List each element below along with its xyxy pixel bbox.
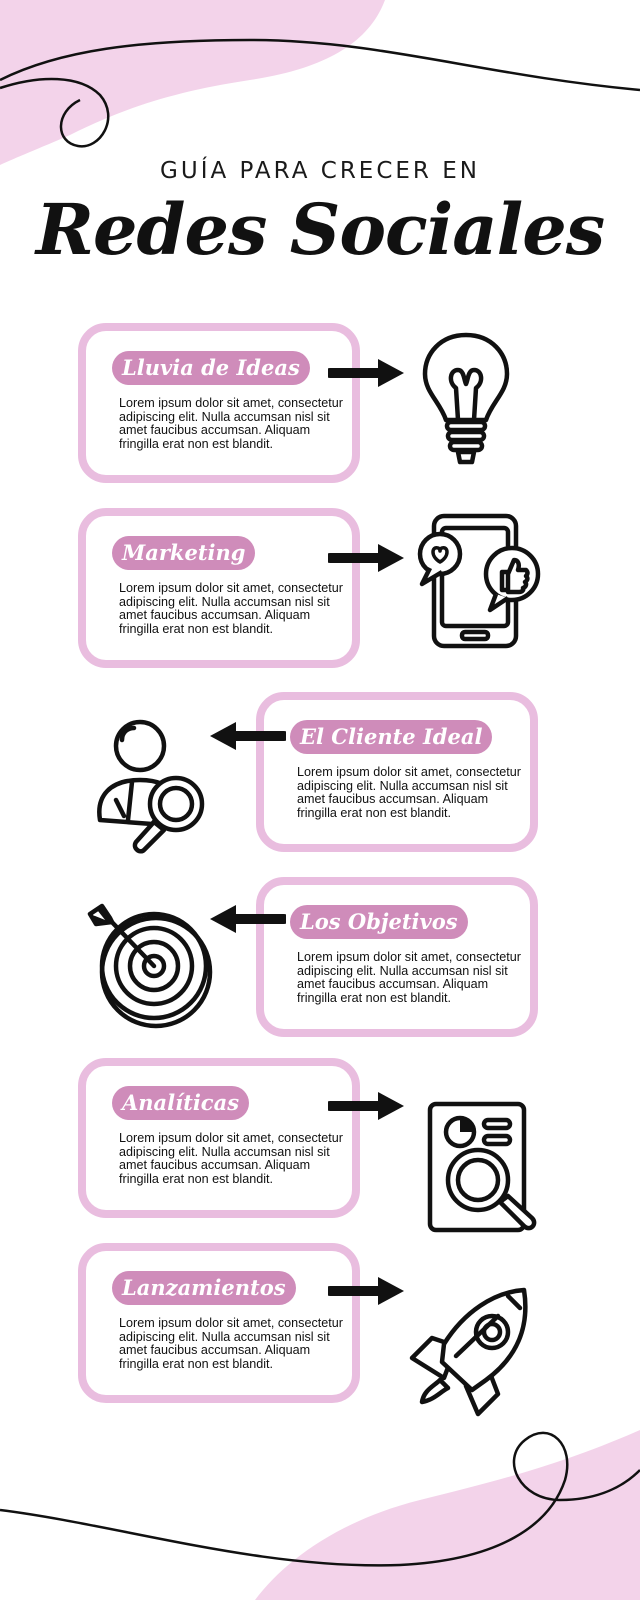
step-card-lanzamientos: Lanzamientos Lorem ipsum dolor sit amet,… — [78, 1243, 360, 1403]
step-card-lluvia-de-ideas: Lluvia de Ideas Lorem ipsum dolor sit am… — [78, 323, 360, 483]
report-magnifier-icon — [427, 1101, 537, 1233]
step-description: Lorem ipsum dolor sit amet, consectetur … — [297, 765, 521, 821]
arrow-left-icon — [210, 722, 286, 750]
step-description: Lorem ipsum dolor sit amet, consectetur … — [119, 581, 343, 637]
lightbulb-icon — [422, 332, 510, 465]
step-card-marketing: Marketing Lorem ipsum dolor sit amet, co… — [78, 508, 360, 668]
step-description: Lorem ipsum dolor sit amet, consectetur … — [119, 396, 343, 452]
step-title: Analíticas — [112, 1086, 250, 1120]
step-card-analiticas: Analíticas Lorem ipsum dolor sit amet, c… — [78, 1058, 360, 1218]
step-card-los-objetivos: Los Objetivos Lorem ipsum dolor sit amet… — [256, 877, 538, 1037]
step-title: Los Objetivos — [290, 905, 468, 939]
step-title: Marketing — [112, 536, 256, 570]
step-title: Lanzamientos — [112, 1271, 296, 1305]
step-card-el-cliente-ideal: El Cliente Ideal Lorem ipsum dolor sit a… — [256, 692, 538, 852]
page-subtitle: GUÍA PARA CRECER EN — [160, 158, 480, 184]
target-arrow-icon — [87, 903, 213, 1029]
rocket-icon — [409, 1287, 528, 1417]
step-title: El Cliente Ideal — [290, 720, 493, 754]
arrow-left-icon — [210, 905, 286, 933]
smartphone-social-icon — [417, 513, 541, 649]
step-description: Lorem ipsum dolor sit amet, consectetur … — [119, 1131, 343, 1187]
step-description: Lorem ipsum dolor sit amet, consectetur … — [119, 1316, 343, 1372]
arrow-right-icon — [328, 359, 404, 387]
arrow-right-icon — [328, 1092, 404, 1120]
step-description: Lorem ipsum dolor sit amet, consectetur … — [297, 950, 521, 1006]
arrow-right-icon — [328, 544, 404, 572]
step-title: Lluvia de Ideas — [112, 351, 310, 385]
person-search-icon — [97, 719, 205, 854]
arrow-right-icon — [328, 1277, 404, 1305]
page-title: Redes Sociales — [35, 188, 605, 271]
